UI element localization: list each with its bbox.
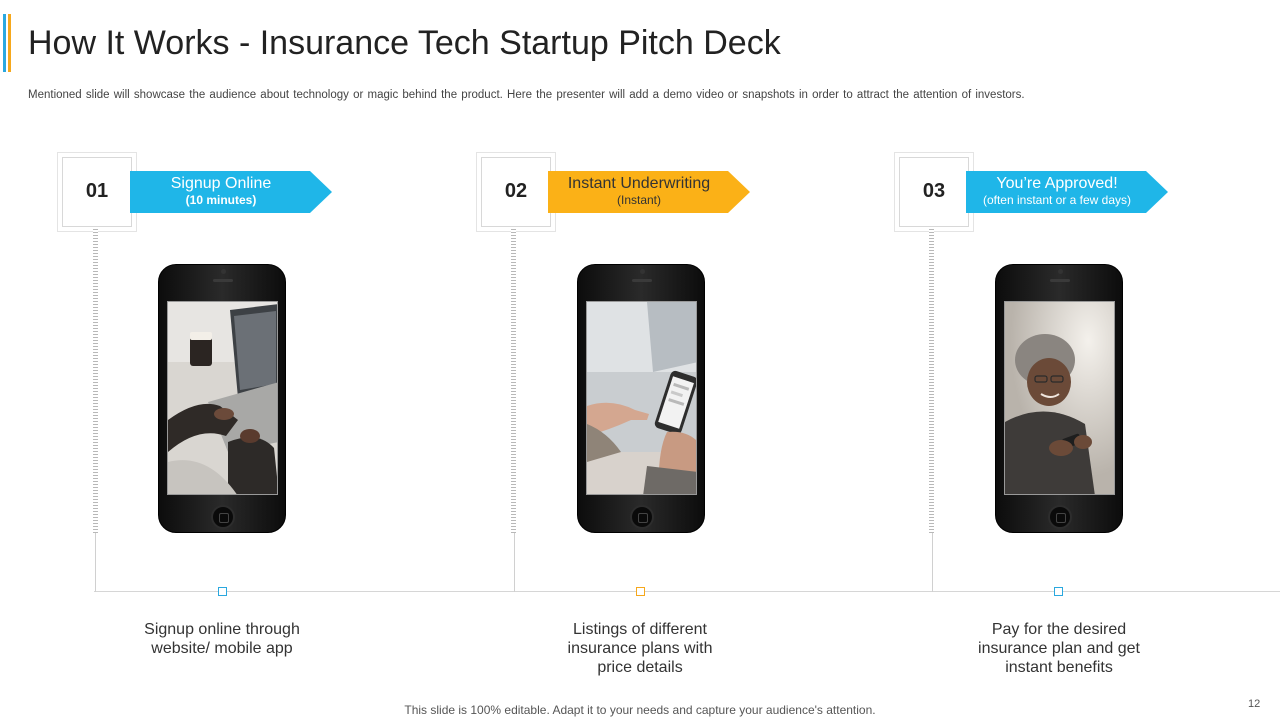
smiling-person-photo <box>1005 302 1114 494</box>
step-description: Listings of different insurance plans wi… <box>567 621 713 676</box>
page-number: 12 <box>1248 698 1261 710</box>
dashed-connector <box>929 227 934 533</box>
footer-note: This slide is 100% editable. Adapt it to… <box>404 703 876 717</box>
slide-title: How It Works - Insurance Tech Startup Pi… <box>28 24 781 62</box>
step-label: Instant Underwriting <box>567 175 711 192</box>
phone-mockup <box>577 264 705 533</box>
step-number-box: 03 <box>899 157 969 227</box>
speaker-icon <box>1050 279 1070 282</box>
timeline-baseline <box>94 591 1280 592</box>
step-number-box: 01 <box>62 157 132 227</box>
step-description: Signup online through website/ mobile ap… <box>144 621 300 657</box>
connector-line <box>514 533 515 592</box>
step-sublabel: (Instant) <box>616 193 661 207</box>
phone-mockup <box>995 264 1123 533</box>
step-number: 03 <box>922 180 946 202</box>
step-label: Signup Online <box>170 175 272 192</box>
dashed-connector <box>511 227 516 533</box>
step-number: 02 <box>504 180 528 202</box>
screen-photo <box>1004 301 1115 495</box>
title-accent-bar <box>0 14 12 72</box>
step-description: Pay for the desired insurance plan and g… <box>978 621 1140 676</box>
connector-line <box>932 533 933 592</box>
step-label: You’re Approved! <box>996 175 1118 192</box>
camera-icon <box>1058 269 1063 274</box>
dashed-connector <box>93 227 98 533</box>
connector-line <box>95 533 96 592</box>
step-sublabel: (10 minutes) <box>185 193 257 207</box>
camera-icon <box>221 269 226 274</box>
home-button-icon <box>211 505 235 529</box>
timeline-marker <box>1054 587 1063 596</box>
step-label-arrow: Signup Online (10 minutes) <box>130 171 332 213</box>
screen-photo <box>167 301 278 495</box>
phone-mockup <box>158 264 286 533</box>
step-sublabel: (often instant or a few days) <box>982 193 1132 207</box>
step-number: 01 <box>85 180 109 202</box>
speaker-icon <box>213 279 233 282</box>
step-label-arrow: Instant Underwriting (Instant) <box>548 171 750 213</box>
slide-subtitle: Mentioned slide will showcase the audien… <box>28 89 1025 101</box>
hands-phone-photo <box>587 302 696 494</box>
laptop-photo <box>168 302 277 494</box>
speaker-icon <box>632 279 652 282</box>
step-label-arrow: You’re Approved! (often instant or a few… <box>966 171 1168 213</box>
home-button-icon <box>1048 505 1072 529</box>
home-button-icon <box>630 505 654 529</box>
timeline-marker <box>218 587 227 596</box>
camera-icon <box>640 269 645 274</box>
timeline-marker <box>636 587 645 596</box>
screen-photo <box>586 301 697 495</box>
step-number-box: 02 <box>481 157 551 227</box>
